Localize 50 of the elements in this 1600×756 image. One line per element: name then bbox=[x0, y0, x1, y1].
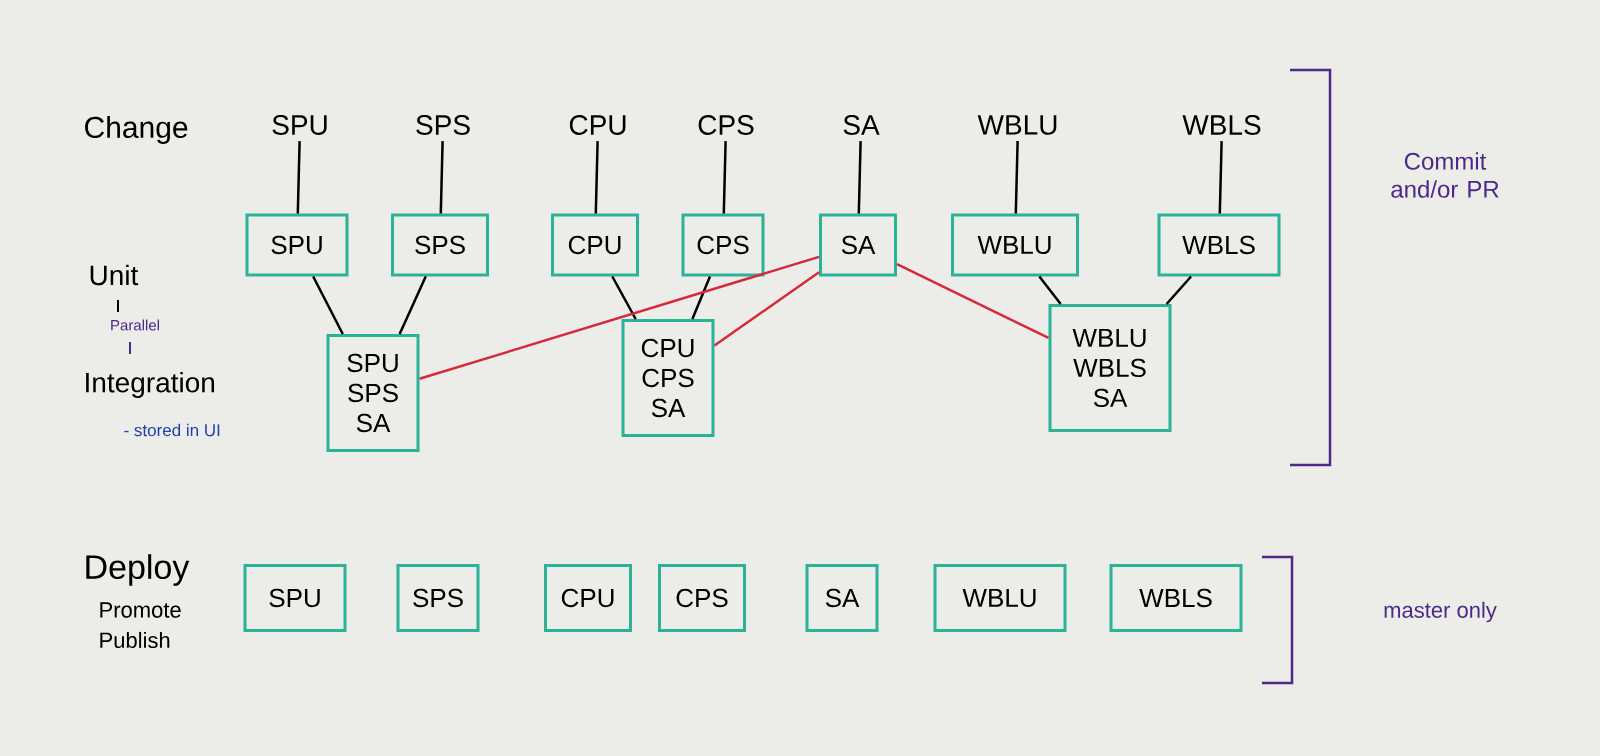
change-label: SPU bbox=[272, 115, 327, 135]
process-box: CPS bbox=[658, 564, 746, 632]
process-box: CPU bbox=[544, 564, 632, 632]
process-box: SPU SPS SA bbox=[326, 334, 420, 452]
connector-line bbox=[312, 275, 344, 335]
connector-line bbox=[691, 276, 712, 320]
change-label: WBLU bbox=[977, 115, 1057, 135]
change-label: WBLS bbox=[1182, 115, 1261, 135]
connector-line bbox=[419, 255, 820, 380]
process-box: SPU bbox=[243, 564, 347, 632]
process-box: WBLS bbox=[1109, 564, 1243, 632]
process-box: SA bbox=[819, 213, 897, 277]
connector-line bbox=[713, 271, 820, 347]
process-box: SPS bbox=[396, 564, 480, 632]
connector-line bbox=[896, 262, 1050, 340]
connector-line bbox=[1038, 275, 1062, 305]
handwritten-label: Publish bbox=[100, 631, 170, 649]
handwritten-label: Change bbox=[85, 116, 188, 144]
change-label: SA bbox=[843, 115, 880, 135]
connector-line bbox=[296, 141, 301, 214]
process-box: CPU bbox=[551, 213, 639, 277]
connector-line bbox=[1014, 140, 1019, 214]
connector-line bbox=[1218, 141, 1223, 214]
change-label: CPU bbox=[569, 115, 626, 135]
process-box: SPS bbox=[391, 213, 489, 277]
change-label: SPS bbox=[416, 115, 470, 135]
connector-line bbox=[594, 141, 599, 214]
handwritten-label: Unit bbox=[90, 264, 139, 286]
process-box: WBLU WBLS SA bbox=[1048, 304, 1172, 432]
handwritten-label: Deploy bbox=[86, 554, 190, 586]
process-box: WBLU bbox=[951, 213, 1079, 277]
connector-line bbox=[722, 141, 727, 214]
connector-line bbox=[1165, 275, 1192, 305]
process-box: CPS bbox=[681, 213, 765, 277]
handwritten-label: master only bbox=[1384, 601, 1497, 623]
connector-line bbox=[398, 276, 427, 335]
handwritten-label: Promote bbox=[100, 602, 181, 618]
handwritten-label: Parallel bbox=[111, 319, 159, 331]
process-box: SPU bbox=[245, 213, 349, 277]
handwritten-label: Commit and/or PR bbox=[1391, 152, 1499, 198]
connector-line bbox=[439, 141, 444, 214]
handwritten-label: Integration bbox=[86, 371, 215, 399]
process-box: WBLU bbox=[933, 564, 1067, 632]
handwritten-label: - stored in UI bbox=[124, 423, 220, 437]
connector-line bbox=[611, 275, 637, 320]
connector-line bbox=[857, 141, 862, 214]
process-box: WBLS bbox=[1157, 213, 1281, 277]
process-box: CPU CPS SA bbox=[621, 319, 715, 437]
change-label: CPS bbox=[698, 115, 754, 135]
process-box: SA bbox=[805, 564, 879, 632]
